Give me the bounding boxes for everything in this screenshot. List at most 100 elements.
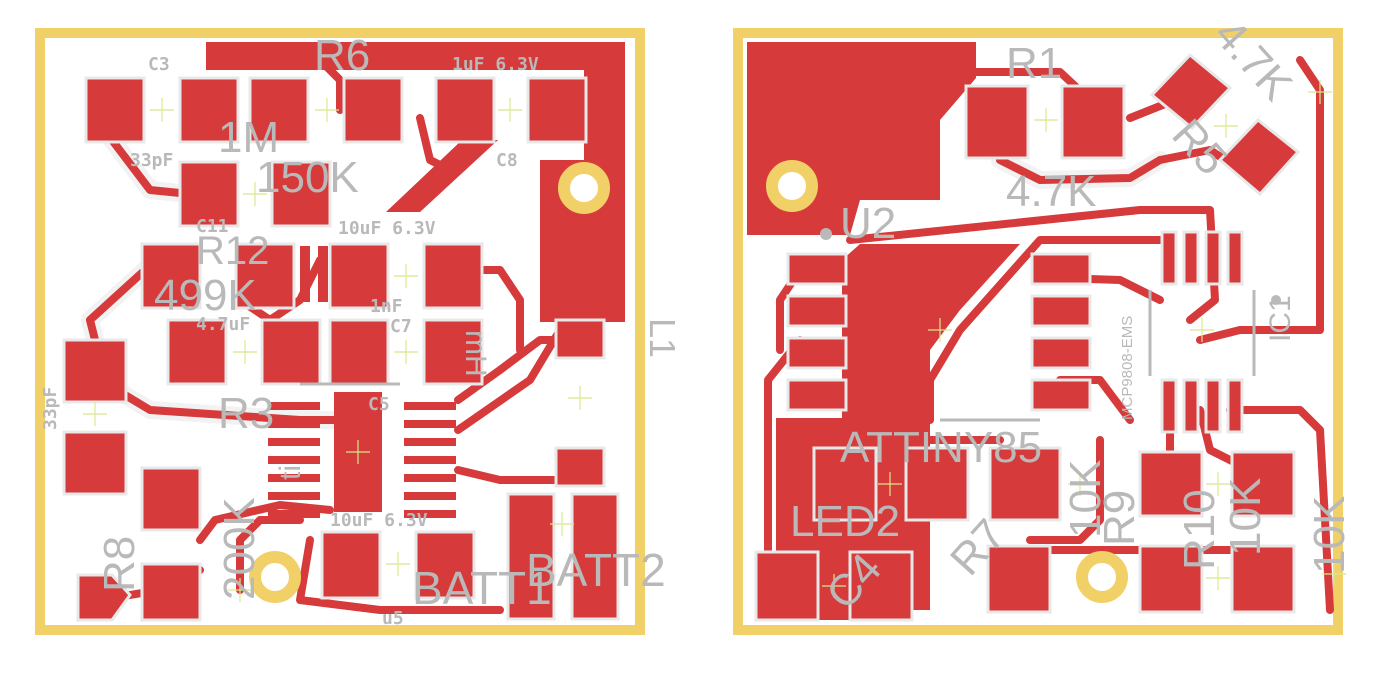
pad-u2-r3 bbox=[1030, 336, 1092, 370]
pad-c7-2 bbox=[422, 318, 484, 386]
pad-c9-2 bbox=[260, 318, 322, 386]
pad-c8-1 bbox=[434, 76, 496, 144]
pad-batt-1 bbox=[506, 492, 556, 621]
pad-r3-1 bbox=[140, 466, 202, 532]
label-10k-c: 10K bbox=[1305, 496, 1354, 574]
left-top-pour bbox=[206, 42, 625, 322]
label-1uf: 1uF 6.3V bbox=[452, 54, 539, 75]
label-4-7k: 4.7K bbox=[1006, 167, 1097, 216]
pad-u2-r4 bbox=[1030, 378, 1092, 412]
label-200k: 200K bbox=[215, 497, 264, 600]
label-u2: U2 bbox=[840, 199, 896, 248]
left-silkscreen: C3 R6 1uF 6.3V 1M 33pF 150K C8 C11 R12 1… bbox=[40, 31, 683, 629]
pad-r10-1 bbox=[1138, 450, 1204, 518]
label-ti: ti bbox=[274, 465, 307, 480]
pad-ic1-b4 bbox=[1226, 378, 1244, 434]
pad-u2-r2 bbox=[1030, 294, 1092, 328]
label-r3: R3 bbox=[218, 389, 274, 438]
left-pads bbox=[62, 76, 620, 622]
pad-ic1-b3 bbox=[1204, 378, 1222, 434]
pad-c10-2 bbox=[422, 242, 484, 310]
pad-r7-1 bbox=[986, 544, 1052, 614]
label-499k: 499K bbox=[154, 271, 257, 320]
pad-r10-2 bbox=[1230, 450, 1296, 518]
pad-u2-l3 bbox=[786, 336, 848, 370]
pad-r1-1 bbox=[964, 84, 1030, 160]
right-silk-outline bbox=[820, 228, 1281, 422]
pad-c4-2 bbox=[848, 550, 914, 622]
pad-u2-l4 bbox=[786, 378, 848, 412]
left-hole-top bbox=[558, 162, 610, 214]
pad-r11-2 bbox=[1230, 544, 1296, 614]
label-c8: C8 bbox=[496, 150, 518, 171]
label-1nf: 1nF bbox=[370, 296, 403, 317]
pad-r12-1 bbox=[140, 242, 202, 310]
left-hole-bottom bbox=[249, 551, 301, 603]
pad-ic1-t2 bbox=[1182, 230, 1200, 286]
pad-c8-2 bbox=[526, 76, 588, 144]
pad-c3-2 bbox=[178, 76, 240, 144]
pad-u2-r1 bbox=[1030, 252, 1092, 286]
label-c3: C3 bbox=[148, 54, 170, 75]
pad-r8-1 bbox=[140, 562, 202, 622]
right-hole-bottom bbox=[1076, 551, 1128, 603]
pad-c3-1 bbox=[84, 76, 146, 144]
pad-led2-1 bbox=[812, 446, 878, 522]
pad-u2-l1 bbox=[786, 252, 848, 286]
pad-c9-1 bbox=[166, 318, 228, 386]
label-r10: R10 bbox=[1175, 489, 1224, 570]
pad-c1-2 bbox=[62, 430, 128, 496]
pad-r1-2 bbox=[1060, 84, 1126, 160]
label-ic1: IC1 bbox=[1264, 295, 1297, 342]
pad-batt-2 bbox=[570, 492, 620, 621]
pad-r9-1 bbox=[988, 446, 1062, 522]
label-10k-b: 10K bbox=[1221, 478, 1270, 556]
pad-r6-2 bbox=[342, 76, 404, 144]
label-33pf: 33pF bbox=[130, 150, 173, 171]
label-r9: R9 bbox=[1095, 490, 1144, 546]
pad-r5-1 bbox=[178, 160, 240, 228]
label-attiny85: ATTINY85 bbox=[840, 423, 1042, 472]
label-c11: C11 bbox=[196, 216, 229, 237]
pad-l1-1 bbox=[554, 318, 606, 360]
pad-ic1-t1 bbox=[1160, 230, 1178, 286]
label-33pf-side: 33pF bbox=[40, 387, 61, 430]
left-board: C3 R6 1uF 6.3V 1M 33pF 150K C8 C11 R12 1… bbox=[35, 28, 683, 635]
label-150k: 150K bbox=[256, 153, 359, 202]
pad-r5-2 bbox=[270, 160, 332, 228]
label-c7: C7 bbox=[390, 316, 412, 337]
right-hole-top bbox=[766, 160, 818, 212]
label-u5: u5 bbox=[382, 608, 404, 629]
pad-l1-2 bbox=[554, 446, 606, 488]
label-r1: R1 bbox=[1006, 39, 1062, 88]
pad-u2-l2 bbox=[786, 294, 848, 328]
pad-r12-2 bbox=[234, 242, 296, 310]
label-batt2: BATT2 bbox=[526, 544, 666, 596]
label-r6: R6 bbox=[314, 31, 370, 80]
label-1m: 1M bbox=[218, 113, 279, 162]
pad-c10-1 bbox=[328, 242, 390, 310]
right-origin-marks bbox=[822, 80, 1346, 598]
left-origin-marks bbox=[83, 98, 592, 602]
pad-r5-b bbox=[1217, 117, 1301, 197]
label-batt1: BATT1 bbox=[412, 562, 552, 614]
pad-r6-1 bbox=[248, 76, 310, 144]
label-10uf-a: 10uF 6.3V bbox=[338, 218, 436, 239]
label-r12: R12 bbox=[196, 229, 269, 273]
label-c5: C5 bbox=[368, 394, 390, 415]
label-l1: L1 bbox=[642, 318, 683, 358]
label-10uf-b: 10uF 6.3V bbox=[330, 510, 428, 531]
pad-c1-1 bbox=[62, 338, 128, 404]
pad-ic1-t3 bbox=[1204, 230, 1222, 286]
right-center-pour bbox=[842, 244, 1020, 610]
pad-led2-2 bbox=[904, 446, 970, 522]
pad-ic1-t4 bbox=[1226, 230, 1244, 286]
pad-r8-2 bbox=[76, 573, 132, 622]
label-10k-a: 10K bbox=[1061, 460, 1110, 538]
pad-c5-1 bbox=[320, 530, 382, 600]
pad-c7-1 bbox=[328, 318, 390, 386]
right-board: R1 4.7K R5 4.7K U2 MCP9808-EMS IC1 ATTIN… bbox=[733, 10, 1354, 635]
label-mcp9808: MCP9808-EMS bbox=[1119, 316, 1136, 420]
label-r8: R8 bbox=[95, 536, 144, 592]
